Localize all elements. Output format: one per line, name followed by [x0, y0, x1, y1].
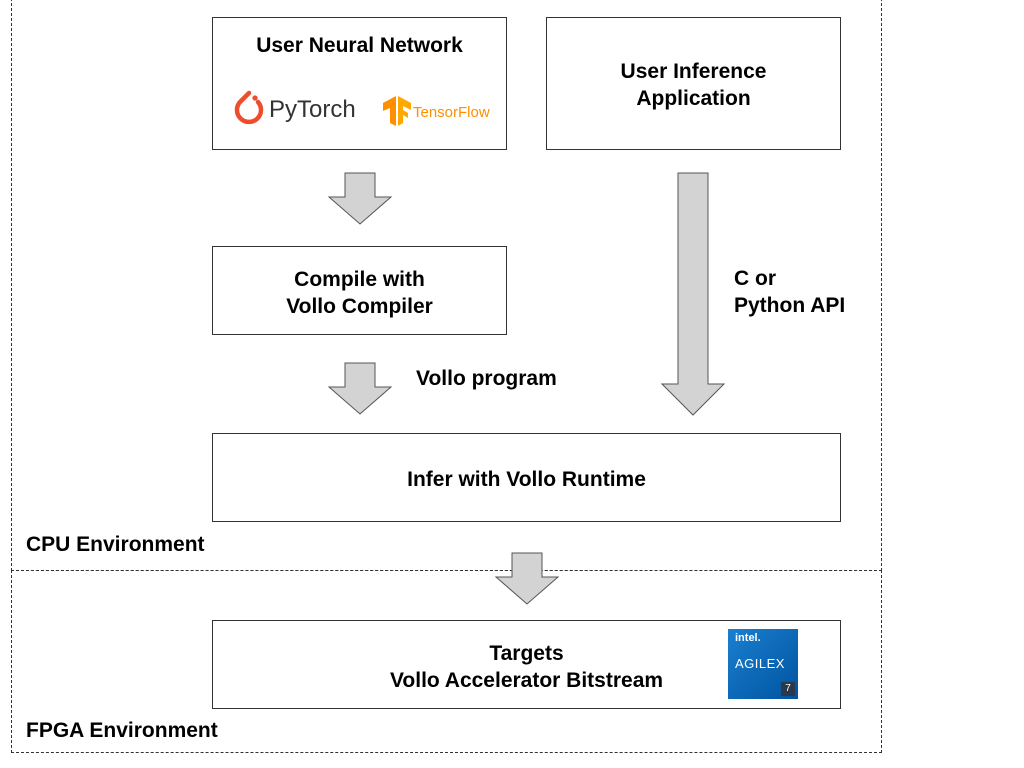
- vollo-program-label: Vollo program: [416, 367, 557, 390]
- tensorflow-icon: [383, 96, 411, 126]
- user-neural-network-title: User Neural Network: [256, 34, 463, 57]
- compile-line1: Compile with: [294, 268, 425, 291]
- pytorch-wordmark: PyTorch: [269, 96, 356, 123]
- cpu-environment-label: CPU Environment: [26, 533, 205, 556]
- targets-box: Targets Vollo Accelerator Bitstream inte…: [212, 620, 841, 709]
- arrow-network-to-compiler: [327, 172, 393, 225]
- compile-box: Compile with Vollo Compiler: [212, 246, 507, 335]
- fpga-environment-label: FPGA Environment: [26, 719, 218, 742]
- runtime-title: Infer with Vollo Runtime: [407, 468, 646, 491]
- arrow-app-to-runtime: [660, 172, 726, 416]
- api-label-line2: Python API: [734, 294, 846, 317]
- targets-line2: Vollo Accelerator Bitstream: [389, 669, 664, 692]
- fpga-environment-region: [11, 570, 882, 753]
- user-inference-application-box: User Inference Application: [546, 17, 841, 150]
- targets-line1: Targets: [489, 642, 564, 665]
- user-inference-line1: User Inference: [620, 60, 767, 83]
- runtime-box: Infer with Vollo Runtime: [212, 433, 841, 522]
- agilex-series-badge: 7: [781, 682, 795, 696]
- tensorflow-logo: TensorFlow: [381, 94, 501, 128]
- api-label-line1: C or: [734, 267, 776, 290]
- arrow-runtime-to-fpga: [494, 552, 560, 605]
- compile-line2: Vollo Compiler: [286, 295, 433, 318]
- user-neural-network-box: User Neural Network PyTorch TensorFlow: [212, 17, 507, 150]
- pytorch-logo: PyTorch: [231, 90, 356, 130]
- agilex-product-text: AGILEX: [735, 656, 785, 671]
- arrow-compiler-to-runtime: [327, 362, 393, 415]
- pytorch-flame-icon: [234, 90, 264, 125]
- intel-agilex-badge: intel. AGILEX 7: [728, 629, 798, 699]
- user-inference-line2: Application: [636, 87, 751, 110]
- tensorflow-wordmark: TensorFlow: [413, 104, 490, 121]
- intel-brand-text: intel.: [735, 632, 761, 644]
